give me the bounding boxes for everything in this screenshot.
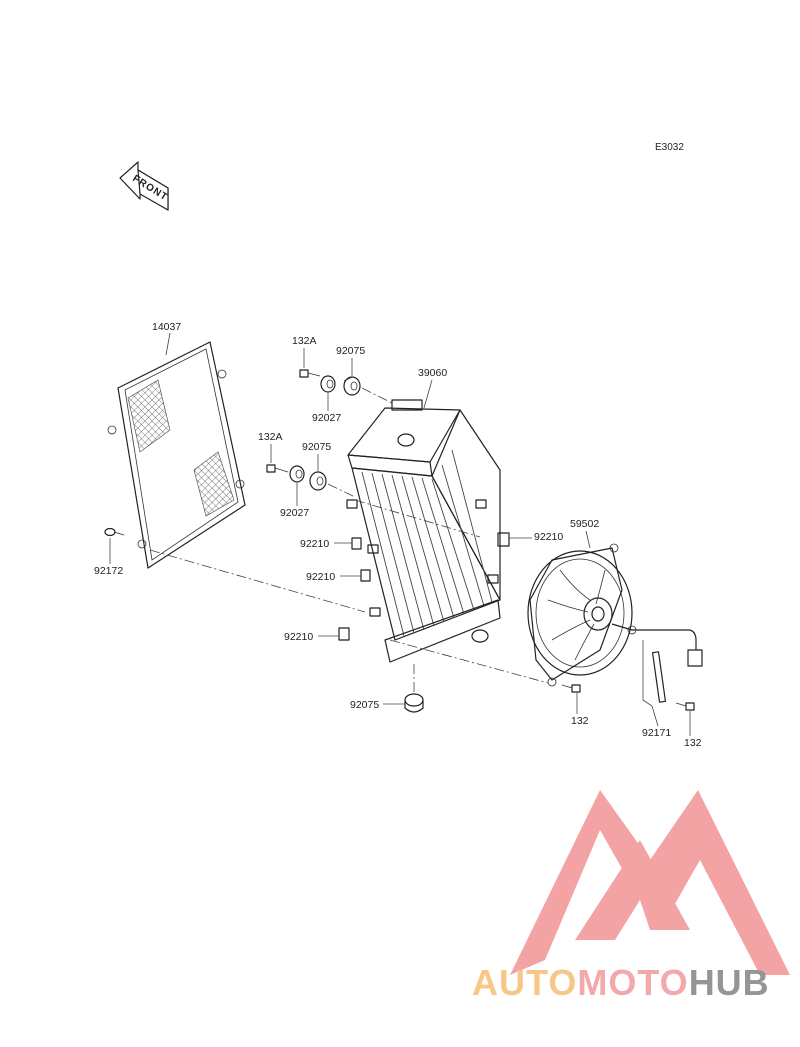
clip-92210-a xyxy=(351,537,362,550)
part-label-92075-top: 92075 xyxy=(336,345,365,357)
clip-92210-right xyxy=(497,532,510,547)
radiator-screen xyxy=(107,341,246,569)
part-label-59502: 59502 xyxy=(570,518,599,530)
part-label-132-mid: 132 xyxy=(571,715,589,727)
clip-92210-c xyxy=(338,627,350,641)
part-label-132-right: 132 xyxy=(684,737,702,749)
part-label-92172: 92172 xyxy=(94,565,123,577)
clip-92210-b xyxy=(360,569,371,582)
part-label-14037: 14037 xyxy=(152,321,181,333)
bolt-132-right xyxy=(675,702,695,711)
part-label-92210-c: 92210 xyxy=(284,631,313,643)
collar-92027-mid xyxy=(289,465,305,483)
part-label-92027-mid: 92027 xyxy=(280,507,309,519)
cooling-fan xyxy=(527,543,703,687)
automotohub-logo: AUTOMOTOHUB xyxy=(472,790,790,1003)
logo-text-hub: HUB xyxy=(689,962,770,1003)
part-label-92210-b: 92210 xyxy=(306,571,335,583)
collar-92027-top xyxy=(320,375,336,393)
part-label-92075-mid: 92075 xyxy=(302,441,331,453)
part-label-132a-mid: 132A xyxy=(258,431,283,443)
grommet-92075-bottom xyxy=(404,693,424,713)
part-label-92027-top: 92027 xyxy=(312,412,341,424)
svg-text:AUTOMOTOHUB: AUTOMOTOHUB xyxy=(472,962,770,1003)
logo-text-auto: AUTO xyxy=(472,962,577,1003)
part-label-92210-right: 92210 xyxy=(534,531,563,543)
part-label-39060: 39060 xyxy=(418,367,447,379)
part-label-132a-top: 132A xyxy=(292,335,317,347)
bolt-92172 xyxy=(104,527,125,537)
part-label-92075-bottom: 92075 xyxy=(350,699,379,711)
bolt-132a-top xyxy=(299,369,321,378)
radiator xyxy=(346,399,501,663)
radiator-fins xyxy=(361,449,493,637)
logo-text-moto: MOTO xyxy=(577,962,688,1003)
cable-strap-92171 xyxy=(651,651,667,703)
grommet-92075-top xyxy=(343,376,361,396)
front-arrow-icon: FRONT xyxy=(119,161,170,211)
bolt-132-mid xyxy=(561,684,581,693)
part-label-92210-a: 92210 xyxy=(300,538,329,550)
grommet-92075-mid xyxy=(309,471,327,491)
part-label-92171: 92171 xyxy=(642,727,671,739)
diagram-code: E3032 xyxy=(655,142,684,153)
bolt-132a-mid xyxy=(266,464,289,473)
